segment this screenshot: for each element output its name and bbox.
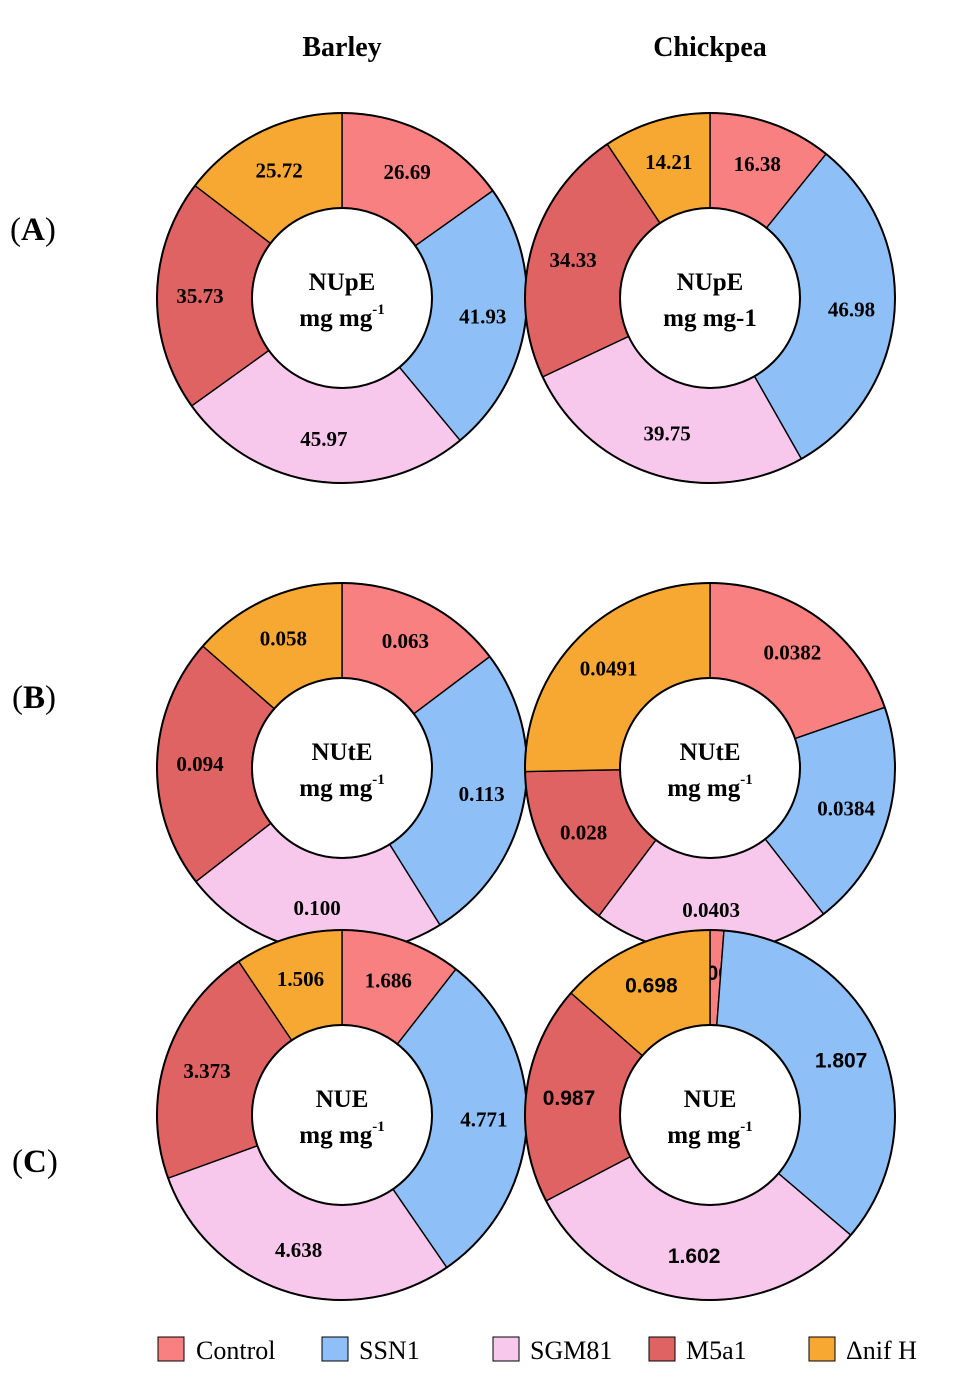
legend-swatch-control	[157, 1336, 185, 1362]
data-label-barley-c-ssn1: 4.771	[460, 1107, 507, 1131]
column-title-barley: Barley	[302, 32, 381, 63]
data-label-chickpea-c-sgm81: 1.602	[668, 1245, 721, 1268]
donut-center-chickpea-a	[619, 207, 801, 389]
center-metric-chickpea-c: NUE	[684, 1086, 737, 1113]
data-label-chickpea-b-control: 0.0382	[763, 640, 821, 664]
data-label-chickpea-a-control: 16.38	[734, 152, 781, 176]
data-label-barley-a-m5a1: 35.73	[176, 284, 223, 308]
data-label-barley-c-sgm81: 4.638	[275, 1238, 322, 1262]
center-unit-chickpea-b: mg mg-1	[667, 772, 752, 802]
data-label-chickpea-c-ssn1: 1.807	[815, 1049, 868, 1072]
legend-swatch-ssn1	[321, 1336, 349, 1362]
data-label-chickpea-c-m5a1: 0.987	[543, 1087, 596, 1110]
donut-center-barley-b	[251, 677, 433, 859]
row-label-a: (A)	[10, 212, 56, 248]
center-metric-chickpea-b: NUtE	[679, 739, 740, 766]
legend-swatch-sgm81	[492, 1336, 520, 1362]
center-metric-chickpea-a: NUpE	[677, 269, 744, 296]
data-label-barley-a-nif-h: 25.72	[255, 159, 302, 183]
donut-center-chickpea-c	[619, 1024, 801, 1206]
center-unit-barley-b: mg mg-1	[299, 772, 384, 802]
donut-center-barley-a	[251, 207, 433, 389]
data-label-barley-a-control: 26.69	[383, 160, 430, 184]
center-unit-chickpea-c: mg mg-1	[667, 1119, 752, 1149]
data-label-barley-b-control: 0.063	[382, 629, 429, 653]
data-label-chickpea-b-ssn1: 0.0384	[817, 796, 875, 820]
data-label-chickpea-a-m5a1: 34.33	[550, 248, 597, 272]
data-label-barley-c-nif-h: 1.506	[277, 967, 324, 991]
donut-outline-chickpea-c	[524, 929, 896, 1301]
data-label-chickpea-c-nif-h: 0.698	[625, 975, 678, 998]
column-title-chickpea: Chickpea	[653, 32, 767, 63]
legend-label-control: Control	[196, 1336, 275, 1365]
data-label-chickpea-b-nif-h: 0.0491	[580, 657, 638, 681]
data-label-barley-a-ssn1: 41.93	[459, 304, 506, 328]
data-label-chickpea-b-m5a1: 0.028	[560, 821, 607, 845]
data-label-chickpea-a-sgm81: 39.75	[643, 421, 690, 445]
center-unit-barley-c: mg mg-1	[299, 1119, 384, 1149]
donut-center-chickpea-b	[619, 677, 801, 859]
data-label-barley-b-sgm81: 0.100	[293, 896, 340, 920]
center-unit-chickpea-a: mg mg-1	[663, 305, 757, 332]
legend-label-m5a1: M5a1	[686, 1336, 747, 1365]
data-label-chickpea-a-ssn1: 46.98	[828, 298, 875, 322]
data-label-barley-b-ssn1: 0.113	[459, 782, 505, 806]
data-label-chickpea-a-nif-h: 14.21	[645, 150, 692, 174]
data-label-barley-c-m5a1: 3.373	[183, 1059, 230, 1083]
center-metric-barley-a: NUpE	[309, 269, 376, 296]
legend-label-nifh: Δnif H	[846, 1336, 917, 1365]
legend: Control SSN1 SGM81 M5a1 Δnif H	[157, 1336, 917, 1365]
donut-center-barley-c	[251, 1024, 433, 1206]
center-metric-barley-b: NUtE	[311, 739, 372, 766]
center-metric-barley-c: NUE	[316, 1086, 369, 1113]
data-label-chickpea-b-sgm81: 0.0403	[682, 898, 740, 922]
data-label-barley-b-nif-h: 0.058	[260, 627, 307, 651]
data-label-barley-b-m5a1: 0.094	[176, 752, 224, 776]
data-label-barley-c-control: 1.686	[365, 969, 412, 993]
data-label-barley-a-sgm81: 45.97	[300, 427, 347, 451]
center-unit-barley-a: mg mg-1	[299, 302, 384, 332]
legend-label-sgm81: SGM81	[530, 1336, 612, 1365]
donut-outline-chickpea-a	[524, 112, 896, 484]
legend-swatch-nifh	[808, 1336, 836, 1362]
row-label-b: (B)	[12, 680, 56, 716]
row-label-c: (C)	[12, 1144, 58, 1180]
legend-swatch-m5a1	[648, 1336, 676, 1362]
legend-label-ssn1: SSN1	[359, 1336, 420, 1365]
